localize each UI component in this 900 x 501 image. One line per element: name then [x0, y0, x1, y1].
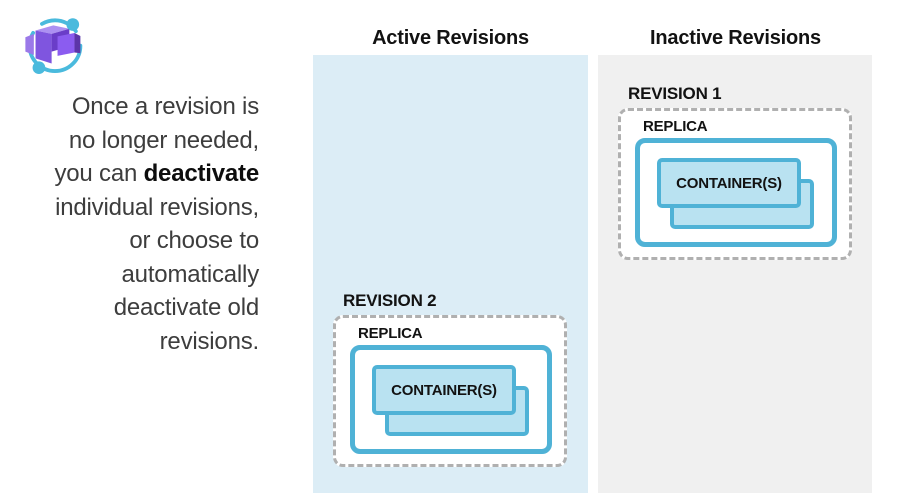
intro-text-line: deactivate old [54, 291, 260, 325]
revision-2-group: REVISION 2 REPLICA CONTAINER(S) [333, 291, 567, 467]
replica-box: CONTAINER(S) [350, 345, 552, 454]
containers-label: CONTAINER(S) [391, 381, 497, 399]
intro-emphasis: deactivate [143, 160, 260, 187]
container-card-front: CONTAINER(S) [657, 158, 801, 208]
revision-1-group: REVISION 1 REPLICA CONTAINER(S) [618, 84, 852, 260]
intro-text-line: you can deactivate [54, 157, 259, 191]
inactive-revisions-panel: REVISION 1 REPLICA CONTAINER(S) [598, 55, 872, 493]
container-apps-icon [16, 11, 94, 77]
replica-label: REPLICA [643, 118, 708, 135]
intro-segment: revisions. [159, 327, 260, 355]
revision-1-label: REVISION 1 [628, 84, 722, 103]
intro-text-line: or choose to [54, 224, 259, 258]
active-revisions-heading: Active Revisions [372, 27, 529, 49]
intro-segment: no longer needed, [68, 126, 259, 154]
intro-text-line: individual revisions, [54, 191, 259, 225]
replica-label: REPLICA [358, 325, 423, 342]
intro-text-line: no longer needed, [54, 124, 259, 158]
intro-segment: or choose to [129, 227, 259, 254]
intro-text-line: automatically [54, 258, 260, 292]
intro-text-line: revisions. [54, 325, 260, 359]
intro-segment: deactivate old [113, 294, 260, 321]
revision-2-label: REVISION 2 [343, 291, 437, 310]
container-card-front: CONTAINER(S) [372, 365, 516, 415]
active-revisions-panel: REVISION 2 REPLICA CONTAINER(S) [313, 55, 588, 493]
replica-box: CONTAINER(S) [635, 138, 837, 247]
container-stack: CONTAINER(S) [372, 365, 534, 441]
revision-2-box: REPLICA CONTAINER(S) [333, 315, 567, 467]
revision-1-box: REPLICA CONTAINER(S) [618, 108, 852, 260]
intro-text: Once a revision is no longer needed, you c… [54, 90, 259, 358]
container-apps-icon-svg [25, 18, 83, 75]
intro-text-line: Once a revision is [54, 90, 259, 124]
intro-segment: Once a revision is [71, 93, 259, 120]
intro-segment: automatically [121, 260, 260, 288]
intro-segment: individual revisions, [55, 193, 259, 221]
containers-label: CONTAINER(S) [676, 174, 782, 192]
container-stack: CONTAINER(S) [657, 158, 819, 234]
inactive-revisions-heading: Inactive Revisions [650, 27, 821, 49]
intro-segment: you can [54, 160, 144, 187]
